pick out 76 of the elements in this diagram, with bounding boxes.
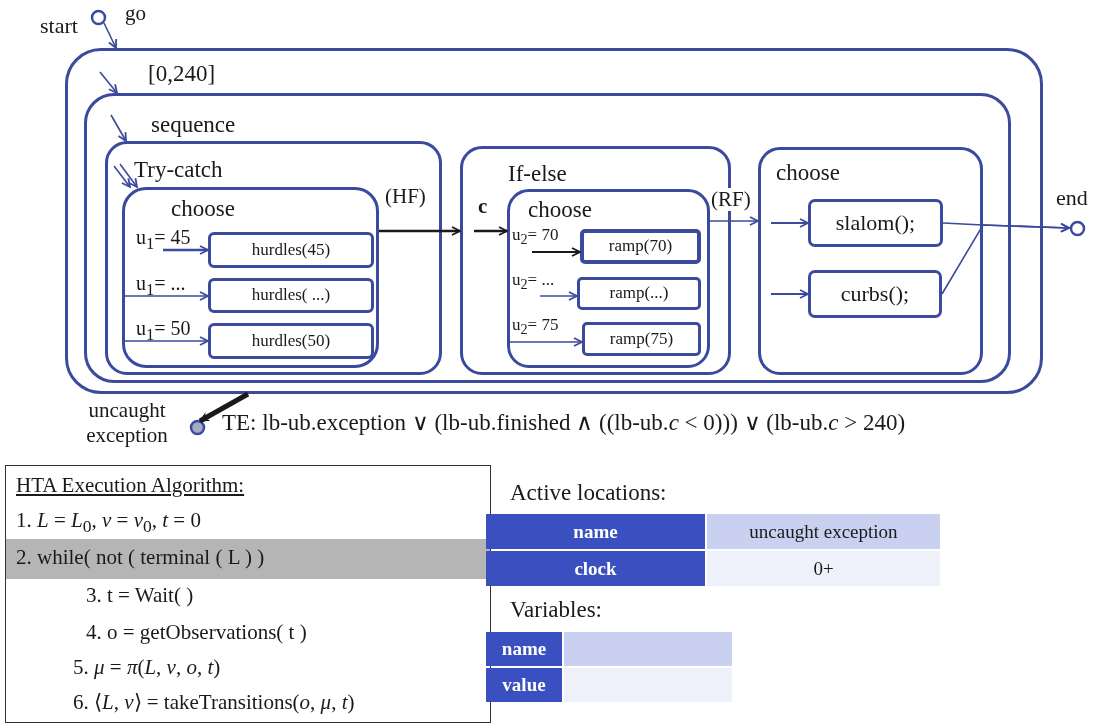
edge-label: u$_{1}$= ... — [136, 272, 186, 300]
action-box — [208, 278, 374, 313]
action-box — [577, 277, 701, 310]
box-title: sequence — [151, 112, 236, 138]
edge-label: (RF) — [711, 188, 751, 212]
algorithm-panel — [5, 465, 491, 723]
arrow — [770, 289, 809, 299]
start-circle — [90, 9, 107, 26]
edge-label: (HF) — [385, 185, 426, 209]
arrow — [119, 163, 138, 188]
box-title: choose — [528, 197, 592, 223]
node-caption: end — [1056, 186, 1088, 211]
code-line: 1. L = L$_{0}$, ν = ν$_{0}$, t = 0 — [16, 509, 201, 537]
panel-title: HTA Execution Algorithm: — [16, 474, 245, 498]
state-box — [758, 147, 983, 375]
action-label: curbs(); — [839, 279, 911, 308]
code-line: 3. t = Wait( ) — [86, 584, 194, 608]
table-title: Variables: — [510, 597, 602, 623]
state-box — [65, 48, 1043, 394]
table-cell: 0+ — [707, 551, 940, 586]
header-cell: name — [486, 632, 562, 666]
arrow — [198, 391, 250, 424]
action-label: hurdles( ...) — [250, 284, 332, 307]
termination-condition: TE: lb-ub.exception ∨ (lb-ub.finished ∧ ((lb-ub.c < 0))) ∨ (lb-ub.c > 240) — [222, 410, 906, 436]
action-label: slalom(); — [834, 208, 917, 237]
header-cell: value — [486, 668, 562, 702]
box-title: If-else — [508, 161, 567, 187]
code-line: 2. while( not ( terminal ( L ) ) — [16, 546, 265, 570]
state-box — [84, 93, 1011, 383]
action-label: hurdles(50) — [250, 329, 332, 352]
action-box — [808, 270, 942, 318]
box-title: Try-catch — [134, 157, 223, 183]
action-box — [208, 323, 374, 359]
arrow — [474, 226, 508, 236]
end-circle — [1069, 220, 1086, 237]
node-caption: start — [40, 14, 78, 39]
arrow — [113, 165, 131, 188]
edge-label: u$_{2}$= ... — [512, 271, 555, 293]
box-title: choose — [171, 196, 235, 222]
action-label: ramp(75) — [608, 327, 675, 350]
edge-label: u$_{2}$= 75 — [512, 316, 559, 338]
box-title: choose — [776, 160, 840, 186]
arrow — [531, 247, 581, 257]
action-label: hurdles(45) — [250, 238, 332, 261]
edge-label: u$_{1}$= 50 — [136, 317, 191, 345]
arrow — [103, 22, 118, 49]
action-box — [580, 229, 701, 264]
arrow — [163, 245, 209, 255]
edge-label: u$_{2}$= 70 — [512, 226, 559, 248]
action-box — [582, 322, 701, 356]
code-line: 4. o = getObservations( t ) — [86, 621, 307, 645]
table-cell: uncaught exception — [707, 514, 940, 549]
arrow — [110, 114, 127, 142]
arrow — [539, 291, 578, 301]
arrow — [770, 218, 809, 228]
arrow — [941, 222, 1070, 295]
action-box — [208, 232, 374, 268]
state-box — [105, 141, 442, 375]
node-caption: uncaught exception — [85, 398, 169, 449]
action-label: ramp(...) — [608, 282, 670, 305]
edge-label: c — [478, 195, 488, 219]
edge-label: u$_{1}$= 45 — [136, 226, 191, 254]
state-box — [507, 189, 710, 368]
exception-circle — [189, 419, 206, 436]
arrow — [709, 216, 759, 226]
table-title: Active locations: — [510, 480, 667, 506]
action-label: ramp(70) — [607, 235, 674, 258]
header-cell: name — [486, 514, 705, 549]
code-line: 6. ⟨L, ν⟩ = takeTransitions(o, μ, t) — [73, 691, 355, 715]
state-box — [122, 187, 379, 368]
arrow — [379, 226, 461, 236]
box-title: [0,240] — [148, 61, 216, 87]
arrow — [99, 71, 118, 94]
code-line: 5. μ = π(L, ν, o, t) — [73, 656, 221, 680]
header-cell: clock — [486, 551, 705, 586]
action-box — [808, 199, 943, 247]
